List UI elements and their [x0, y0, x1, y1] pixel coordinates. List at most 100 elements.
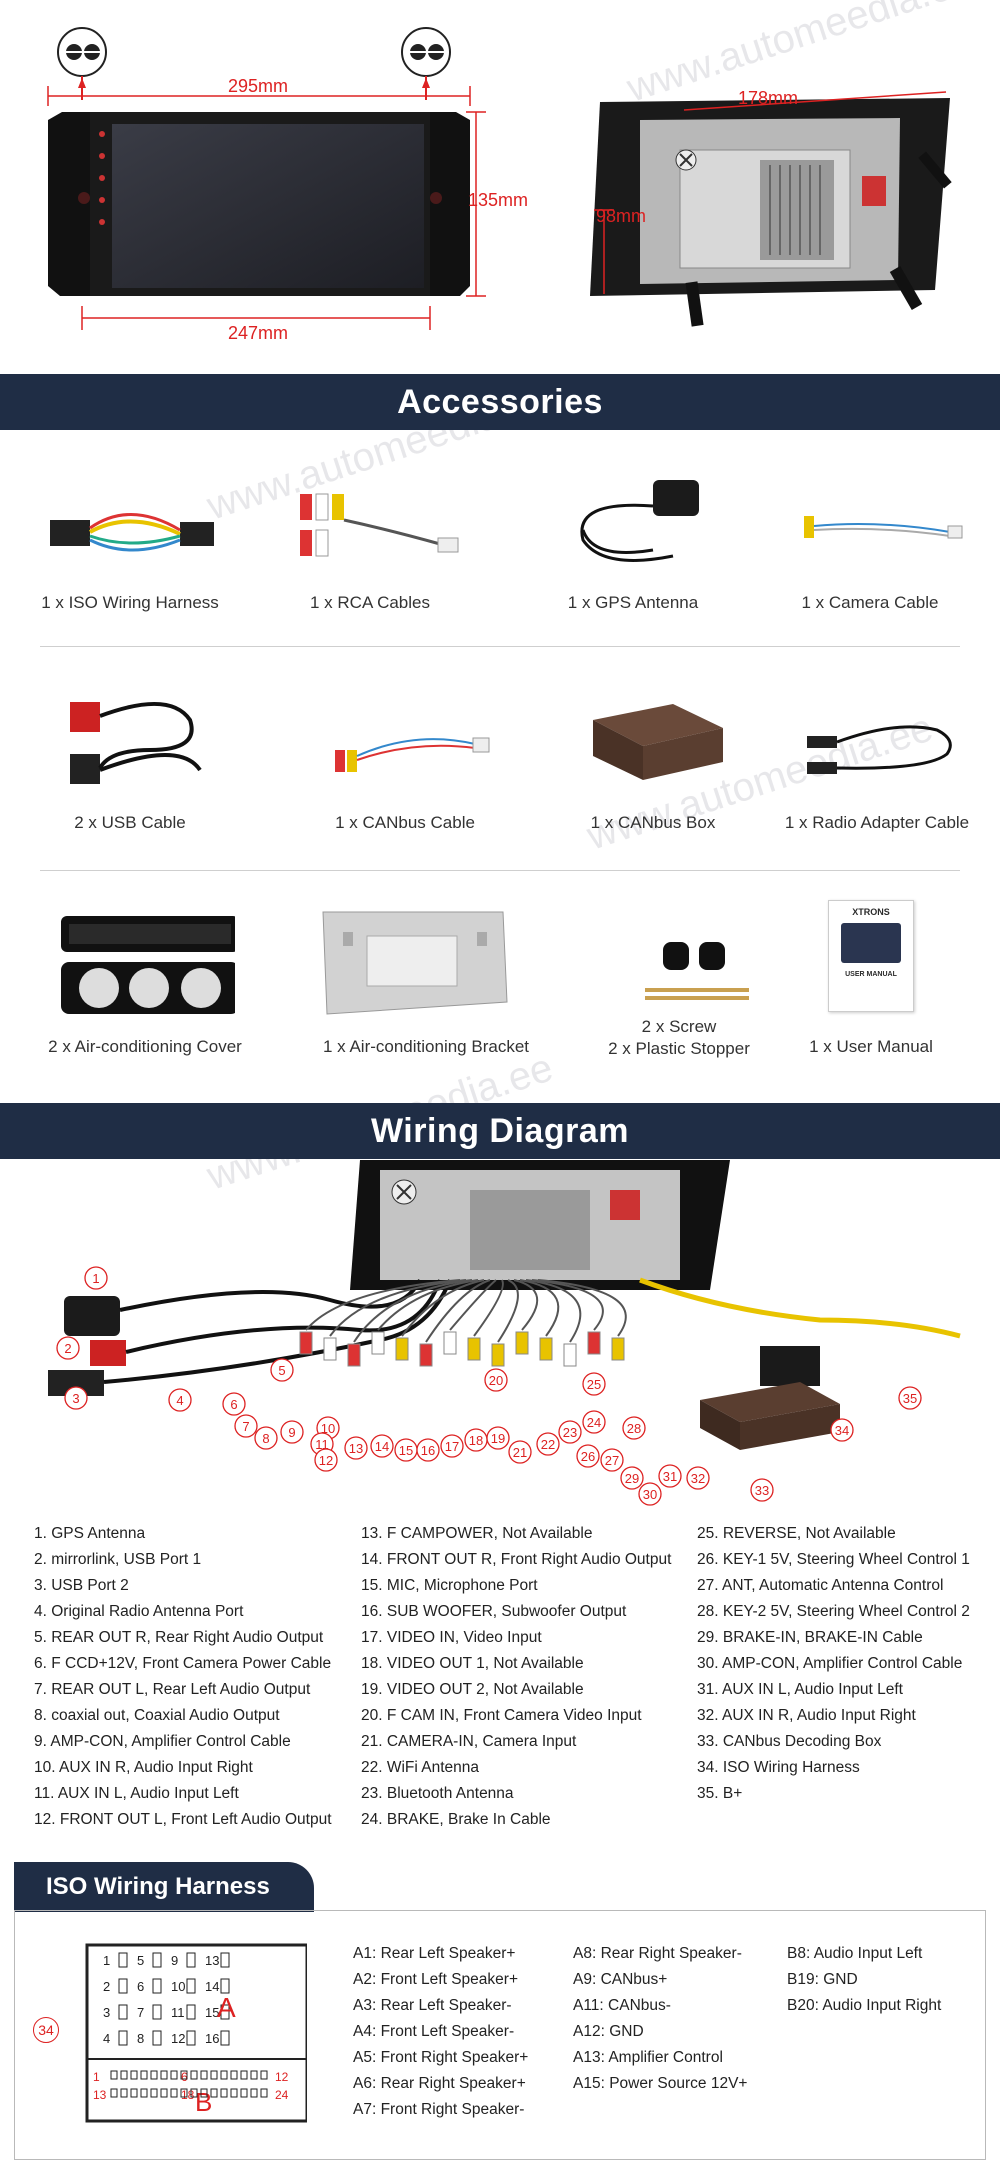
iso-pin-label: 6 — [181, 2070, 188, 2084]
callout-label: 25 — [587, 1377, 601, 1392]
iso-pin-label: 5 — [137, 1953, 144, 1968]
iso-pin — [118, 1952, 128, 1968]
user-manual-label: USER MANUAL — [845, 971, 897, 978]
callout-label: 5 — [278, 1363, 285, 1378]
accessory-iso-harness: 1 x ISO Wiring Harness — [15, 440, 245, 660]
iso-pin — [240, 2088, 248, 2098]
accessories-row-2: 2 x USB Cable 1 x CANbus Cable 1 x CANbu… — [0, 660, 1000, 880]
rca-plug — [491, 1343, 505, 1367]
legend-item: A4: Front Left Speaker- — [353, 2023, 515, 2040]
legend-item: 9. AMP-CON, Amplifier Control Cable — [34, 1733, 291, 1750]
iso-pin-label: 13 — [93, 2088, 107, 2102]
iso-pin — [140, 2088, 148, 2098]
iso-pin-label: 1 — [93, 2070, 100, 2084]
iso-pin — [240, 2070, 248, 2080]
iso-pin — [118, 1978, 128, 1994]
callout-label: 32 — [691, 1471, 705, 1486]
wiring-legend-col-1: 1. GPS Antenna 2. mirrorlink, USB Port 1 3… — [34, 1521, 332, 1833]
user-manual-brand: XTRONS — [852, 907, 890, 917]
rca-plug — [467, 1337, 481, 1361]
iso-pin — [170, 2088, 178, 2098]
iso-pin — [220, 1978, 230, 1994]
accessory-radio-adapter-cable: 1 x Radio Adapter Cable — [762, 660, 992, 880]
callout-label: 20 — [489, 1373, 503, 1388]
callout-label: 30 — [643, 1487, 657, 1502]
wiring-legend-col-2: 13. F CAMPOWER, Not Available 14. FRONT O… — [361, 1521, 671, 1833]
screw-stopper-icon — [645, 942, 749, 1000]
iso-pin — [260, 2070, 268, 2080]
legend-item: A5: Front Right Speaker+ — [353, 2049, 529, 2066]
iso-pin — [120, 2088, 128, 2098]
callout-circle — [622, 1416, 646, 1440]
legend-item: 26. KEY-1 5V, Steering Wheel Control 1 — [697, 1551, 970, 1568]
callout-circle — [234, 1414, 258, 1438]
callout-label: 23 — [563, 1425, 577, 1440]
callout-label: 34 — [835, 1423, 849, 1438]
callout-label: 1 — [92, 1271, 99, 1286]
callout-label: 11 — [315, 1437, 329, 1452]
callout-label: 29 — [625, 1471, 639, 1486]
iso-pin — [160, 2088, 168, 2098]
callout-label: 17 — [445, 1439, 459, 1454]
callout-label: 31 — [663, 1469, 677, 1484]
callout-label: 2 — [64, 1341, 71, 1356]
rca-cable — [449, 1279, 497, 1331]
legend-item: 14. FRONT OUT R, Front Right Audio Outpu… — [361, 1551, 672, 1568]
accessory-screw-stopper: 2 x Screw 2 x Plastic Stopper — [564, 882, 794, 1102]
rca-plug — [395, 1337, 409, 1361]
legend-item: 19. VIDEO OUT 2, Not Available — [361, 1681, 584, 1698]
iso-pin-label: 14 — [205, 1979, 219, 1994]
iso-pin-col-1: A1: Rear Left Speaker+A2: Front Left Spe… — [353, 1941, 528, 2123]
iso-pin-label: 12 — [171, 2031, 185, 2046]
legend-item: 4. Original Radio Antenna Port — [34, 1603, 244, 1620]
callout-circle — [536, 1432, 560, 1456]
legend-item: A12: GND — [573, 2023, 644, 2040]
callout-circle — [222, 1392, 246, 1416]
iso-pin — [250, 2088, 258, 2098]
callout-circle — [254, 1426, 278, 1450]
canbus-cable-icon — [335, 737, 490, 772]
legend-item: 13. F CAMPOWER, Not Available — [361, 1525, 593, 1542]
rca-cable — [525, 1279, 582, 1343]
iso-pin-label: 6 — [137, 1979, 144, 1994]
legend-item: 28. KEY-2 5V, Steering Wheel Control 2 — [697, 1603, 970, 1620]
callout-label: 7 — [242, 1419, 249, 1434]
accessory-caption: 1 x Air-conditioning Bracket — [323, 1037, 529, 1056]
iso-pin-col-2: A8: Rear Right Speaker-A9: CANbus+A11: C… — [573, 1941, 747, 2097]
iso-pin — [110, 2070, 118, 2080]
rca-plug — [611, 1337, 625, 1361]
rca-cable — [531, 1279, 604, 1331]
legend-item: 1. GPS Antenna — [34, 1525, 146, 1542]
legend-item: 2. mirrorlink, USB Port 1 — [34, 1551, 202, 1568]
iso-pin-label: 8 — [137, 2031, 144, 2046]
callout-label: 15 — [399, 1443, 413, 1458]
callout-circle — [686, 1466, 710, 1490]
accessory-air-cond-cover: 2 x Air-conditioning Cover — [20, 882, 250, 1102]
iso-pin — [190, 2070, 198, 2080]
iso-pin-label: 4 — [103, 2031, 110, 2046]
iso-pin-label: 12 — [275, 2070, 289, 2084]
callout-label: 28 — [627, 1421, 641, 1436]
legend-item: 3. USB Port 2 — [34, 1577, 129, 1594]
rca-cable — [513, 1279, 539, 1331]
legend-item: A11: CANbus- — [573, 1997, 671, 2014]
iso-pin — [130, 2070, 138, 2080]
canbus-box-icon — [593, 704, 723, 780]
callout-label: 19 — [491, 1431, 505, 1446]
wiring-banner: Wiring Diagram — [0, 1103, 1000, 1159]
callout-circle — [576, 1444, 600, 1468]
accessory-gps-antenna: 1 x GPS Antenna — [518, 440, 748, 660]
dimensions-section: 295mm 247mm 135mm 178mm 98mm — [0, 0, 1000, 375]
iso-pin — [150, 2070, 158, 2080]
callout-circle — [750, 1478, 774, 1502]
legend-item: B8: Audio Input Left — [787, 1945, 923, 1962]
dimension-depth: 178mm — [738, 88, 799, 108]
legend-item: A1: Rear Left Speaker+ — [353, 1945, 516, 1962]
dimension-height: 135mm — [468, 190, 529, 210]
air-cond-bracket-icon — [322, 911, 508, 1015]
callout-circle — [416, 1438, 440, 1462]
iso-pin — [152, 1978, 162, 1994]
callout-label: 22 — [541, 1437, 555, 1452]
callout-label: 16 — [421, 1443, 435, 1458]
